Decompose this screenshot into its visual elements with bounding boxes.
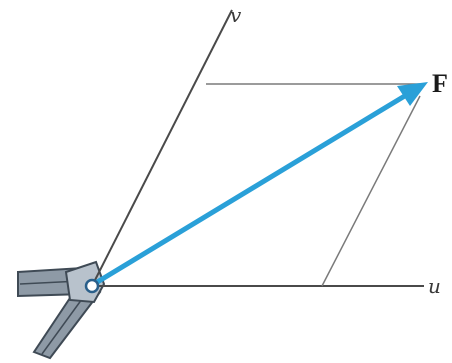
construction-line-parallel-v <box>321 95 421 287</box>
pin-joint <box>84 278 100 294</box>
support-bracket <box>17 260 106 360</box>
v-axis-label: v <box>230 3 242 27</box>
force-vector-arrowhead <box>397 82 428 106</box>
v-axis-line <box>91 9 233 287</box>
force-label: F <box>432 69 448 98</box>
force-vector <box>91 82 428 287</box>
force-vector-shaft <box>91 91 411 287</box>
u-axis-label: u <box>428 274 441 298</box>
